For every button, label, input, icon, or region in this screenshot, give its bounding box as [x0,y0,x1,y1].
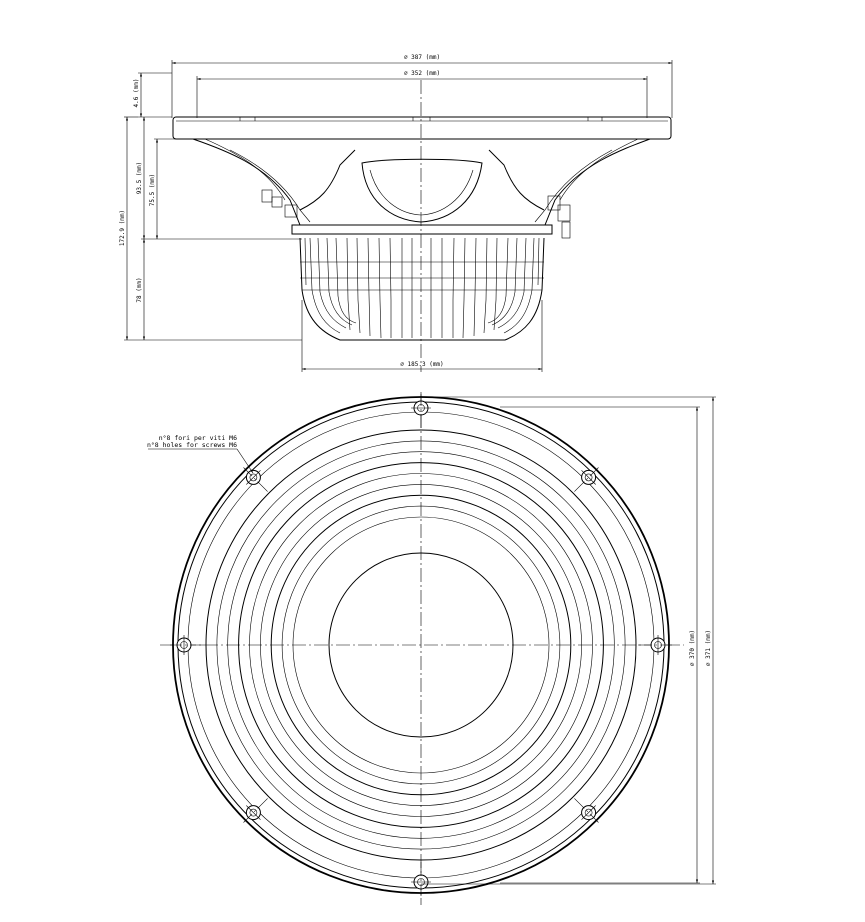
side-view: ⌀ 387 (mm) ⌀ 352 (mm) [119,54,673,372]
dim-magnet-diameter: ⌀ 185.3 (mm) [301,300,543,372]
surround-ring [216,440,626,850]
dim-flange-thickness-label: 4.6 (mm) [133,79,140,108]
mounting-hole [243,798,268,823]
magnet-heatsink [299,237,545,341]
mounting-hole [574,467,599,492]
dim-hole-span-label: ⌀ 371 (mm) [705,630,712,666]
frame-flange [172,116,672,140]
mounting-hole [574,798,599,823]
dim-basket-depth-label: 75.5 (mm) [149,174,156,207]
basket [192,138,651,239]
screw-note-it: n°8 fori per viti M6 [159,434,237,442]
surround-ring [292,516,550,774]
dim-vertical-left: 4.6 (mm) 172.9 (mm) 93.5 (mm) 75.5 (mm) … [119,72,302,341]
dim-inner-diameter: ⌀ 352 (mm) [196,70,648,118]
surround-ring [227,451,615,839]
surround-ring [205,429,637,861]
surround-ring [249,473,593,817]
screw-note: n°8 fori per viti M6 n°8 holes for screw… [147,434,254,474]
surround-rings [205,429,637,861]
mounting-hole [170,635,204,655]
dim-magnet-height-label: 78 (mm) [136,277,143,302]
dim-outer-diameter: ⌀ 387 (mm) [171,54,673,118]
dust-cap-outline [328,552,514,738]
dim-inner-diameter-label: ⌀ 352 (mm) [404,70,440,77]
mounting-hole [243,467,268,492]
surround-ring [270,494,572,796]
surround-ring [238,462,604,828]
surround-ring [260,484,582,806]
surround-ring [281,505,561,785]
dim-total-depth-label: 172.9 (mm) [119,210,126,246]
mounting-hole [638,635,672,655]
dim-frame-depth-label: 93.5 (mm) [136,162,143,195]
mounting-hole [411,394,431,428]
dim-magnet-diameter-label: ⌀ 185.3 (mm) [400,361,443,368]
dim-bolt-circle-label: ⌀ 370 (mm) [689,630,696,666]
mounting-hole [411,862,431,896]
mounting-holes [170,394,672,896]
top-plate [291,224,553,235]
dim-front-right: ⌀ 370 (mm) ⌀ 371 (mm) [421,396,716,885]
screw-note-en: n°8 holes for screws M6 [147,441,237,449]
dim-outer-diameter-label: ⌀ 387 (mm) [404,54,440,61]
dust-cap [361,158,483,223]
front-view: n°8 fori per viti M6 n°8 holes for screw… [147,392,716,905]
